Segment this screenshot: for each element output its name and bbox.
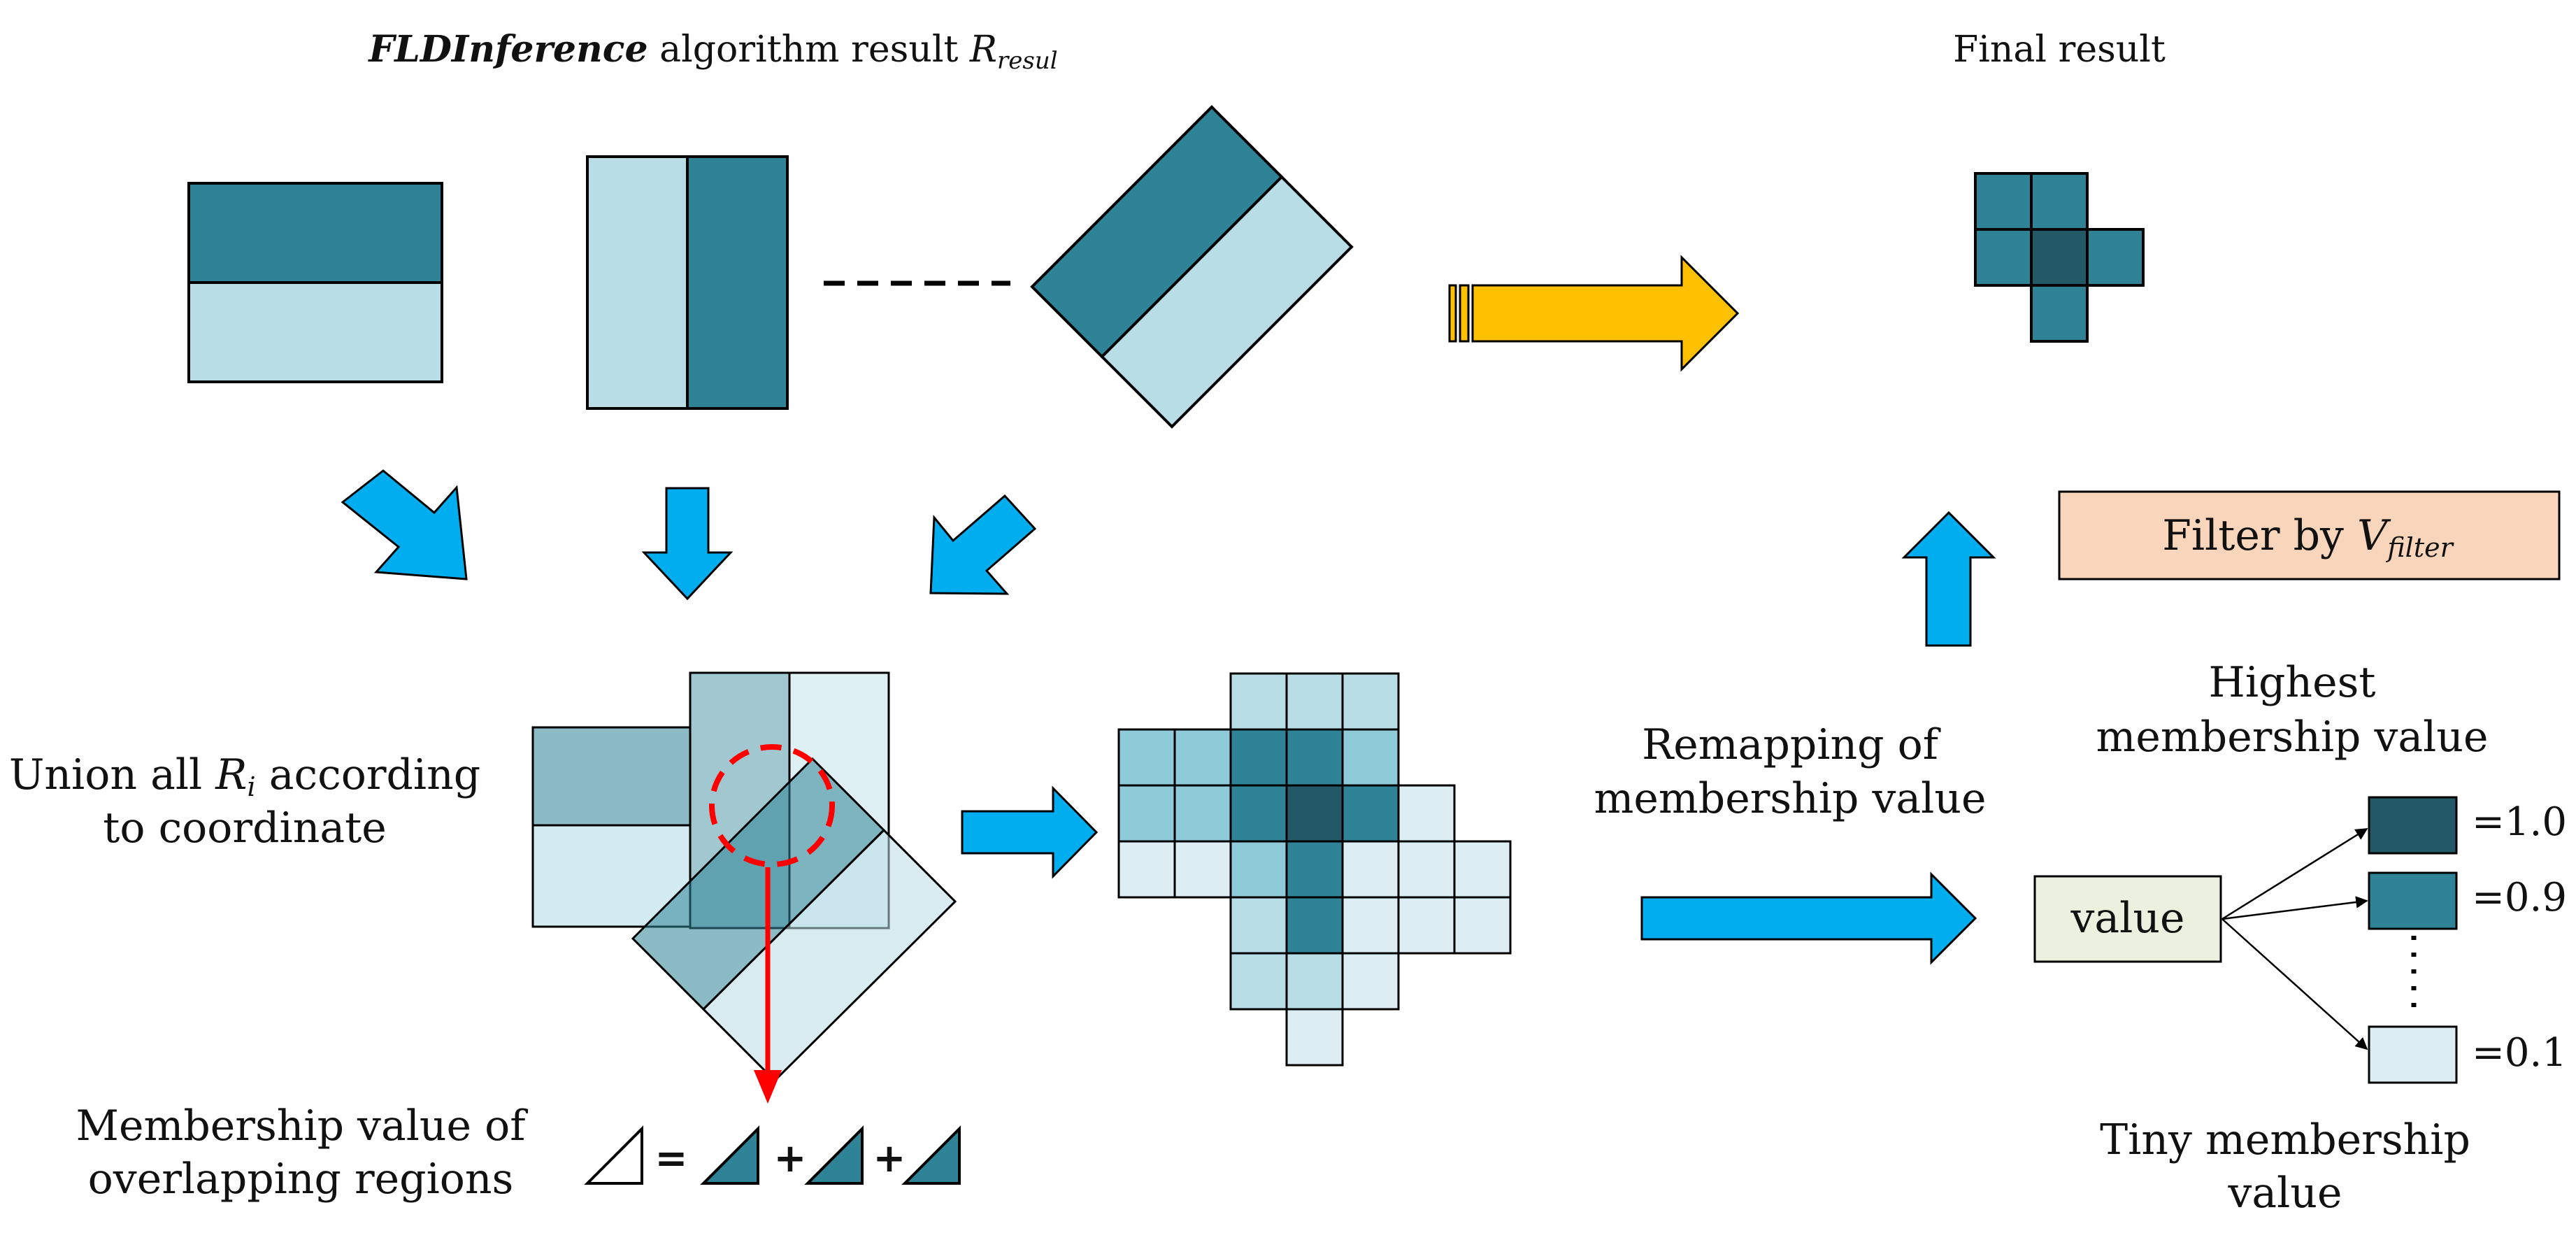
pointer-to-mid xyxy=(2221,896,2368,920)
membership-grid xyxy=(1117,672,1512,1067)
blue-arrow-remap xyxy=(1640,871,1977,965)
filter-sub: filter xyxy=(2385,532,2454,563)
level-box-high xyxy=(2368,796,2458,855)
highest-label-line1: Highest xyxy=(2209,658,2376,707)
level-low-label: =0.1 xyxy=(2472,1030,2567,1076)
triangle-empty xyxy=(584,1125,643,1185)
top-title-rest: algorithm result xyxy=(648,29,970,71)
blue-arrow-diagonal-left xyxy=(341,469,468,580)
filter-label: Filter by Vfilter xyxy=(2162,511,2454,563)
result-rect-horizontal xyxy=(187,182,443,383)
pointer-to-low xyxy=(2221,918,2368,1050)
filter-box xyxy=(2058,490,2561,580)
blue-arrow-to-grid xyxy=(961,785,1099,879)
union-overlap-shapes xyxy=(531,671,957,1083)
union-var: R xyxy=(215,750,247,799)
level-mid-label: =0.9 xyxy=(2472,875,2567,920)
top-title-sub: resul xyxy=(997,47,1058,75)
yellow-arrow xyxy=(1448,255,1740,372)
union-label-line1: Union all Ri according xyxy=(9,750,480,802)
top-title-bold: FLDInference xyxy=(367,28,647,71)
union-sub: i xyxy=(247,771,255,802)
final-result-shape xyxy=(1974,172,2145,343)
equation-plus-2: + xyxy=(873,1136,906,1181)
equation-equals: = xyxy=(655,1136,688,1181)
final-result-label: Final result xyxy=(1953,29,2166,71)
membership-label-line1: Membership value of xyxy=(76,1102,529,1150)
membership-equation: = + + xyxy=(584,1125,961,1185)
pointer-to-high xyxy=(2221,827,2368,920)
triangle-dark-3 xyxy=(901,1125,961,1185)
equation-plus-1: + xyxy=(774,1136,807,1181)
remap-label-line2: membership value xyxy=(1594,774,1986,823)
tiny-label-line2: value xyxy=(2227,1169,2342,1218)
membership-label-line2: overlapping regions xyxy=(88,1155,514,1204)
blue-arrow-up xyxy=(1901,511,1996,647)
value-box-label: value xyxy=(2070,894,2184,943)
result-rect-vertical xyxy=(586,155,789,410)
overlap-highlight-circle xyxy=(709,744,835,867)
level-box-low xyxy=(2368,1025,2458,1084)
union-label-line2: to coordinate xyxy=(103,804,386,853)
level-box-mid xyxy=(2368,871,2458,930)
red-down-arrow xyxy=(754,867,782,1104)
tiny-label-line1: Tiny membership xyxy=(2100,1116,2470,1164)
top-title: FLDInference algorithm result Rresul xyxy=(367,28,1057,75)
result-rect-rotated xyxy=(1030,105,1354,429)
triangle-dark-2 xyxy=(804,1125,864,1185)
triangle-dark-1 xyxy=(700,1125,759,1185)
top-title-var: R xyxy=(969,29,997,71)
filter-var: V xyxy=(2357,511,2391,560)
highest-label-line2: membership value xyxy=(2096,713,2488,762)
value-box xyxy=(2033,875,2222,963)
blue-arrow-down xyxy=(641,487,734,601)
level-high-label: =1.0 xyxy=(2472,799,2567,845)
blue-arrow-diagonal-right xyxy=(929,494,1037,595)
remap-label-line1: Remapping of xyxy=(1642,720,1941,769)
